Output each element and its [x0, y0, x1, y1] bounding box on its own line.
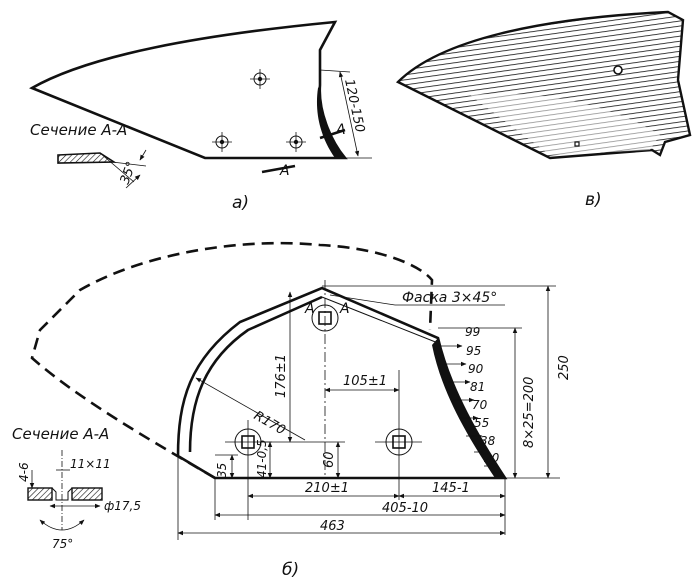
caption-b: б) [282, 560, 299, 580]
section-title-a: Сечение А-А [30, 121, 127, 139]
bolt-hole-b1 [311, 280, 339, 478]
edge-value: 99 [465, 325, 480, 339]
dim-35: 35 [215, 463, 229, 478]
caption-v: в) [585, 190, 602, 210]
cut-mark-a-upper: А [335, 122, 346, 138]
bolt-hole-a2 [212, 132, 232, 152]
edge-value: 90 [468, 362, 484, 376]
edge-value: 20 [484, 451, 500, 465]
figure-b: А А Фаска 3×45° R170 176±1 105±1 60 41-0… [30, 241, 572, 580]
dim-60: 60 [322, 451, 337, 468]
dim-145: 145-1 [432, 481, 470, 496]
cut-mark-b-right: А [339, 301, 350, 317]
section-plate-right [71, 487, 103, 501]
caption-a: а) [232, 193, 249, 213]
figure-v: в) [395, 10, 692, 210]
bolt-hole-b3 [375, 370, 422, 500]
share-outline-b [176, 286, 508, 480]
section-plate-left [27, 487, 53, 501]
cut-mark-a-lower: А [279, 163, 290, 179]
share-outline-a [29, 20, 348, 160]
dim-210: 210±1 [305, 481, 349, 496]
bolt-hole-a3 [286, 132, 306, 152]
section-dim-11: 11×11 [70, 457, 111, 471]
edge-ordinates: 99 95 90 81 70 55 38 20 [440, 325, 500, 469]
edge-value: 55 [474, 416, 489, 430]
section-dim-phi: ф17,5 [104, 499, 141, 513]
section-dim-46: 4-6 [17, 462, 31, 482]
figure-a: 120-150 А А Сечение А-А 35° а) [29, 20, 372, 213]
hole-v1 [613, 65, 623, 75]
section-aa-b: Сечение А-А 4-6 11×11 ф17,5 75° [12, 425, 141, 551]
dim-41: 41-0,5 [255, 439, 269, 478]
cutting-edge-a [316, 85, 345, 158]
bolt-hole-a1 [250, 69, 270, 89]
dim-8x25: 8×25=200 [522, 377, 537, 448]
cut-mark-b-left: А [304, 301, 315, 317]
hole-v2 [574, 141, 580, 147]
section-angle: 75° [52, 537, 73, 551]
dim-105: 105±1 [343, 374, 387, 389]
radius-label: R170 [251, 408, 288, 438]
section-title-b: Сечение А-А [12, 425, 109, 443]
edge-value: 81 [470, 380, 485, 394]
edge-value: 70 [472, 398, 488, 412]
dim-463: 463 [320, 519, 345, 534]
dashed-outline-b [30, 241, 434, 480]
dim-405: 405-10 [382, 501, 428, 516]
angle-label-a: 35° [118, 160, 140, 187]
edge-value: 38 [480, 434, 496, 448]
chamfer-label: Фаска 3×45° [402, 290, 497, 306]
cutting-edge-b [432, 338, 505, 478]
dim-250: 250 [557, 355, 572, 380]
edge-value: 95 [466, 344, 481, 358]
dim-176: 176±1 [274, 354, 289, 398]
